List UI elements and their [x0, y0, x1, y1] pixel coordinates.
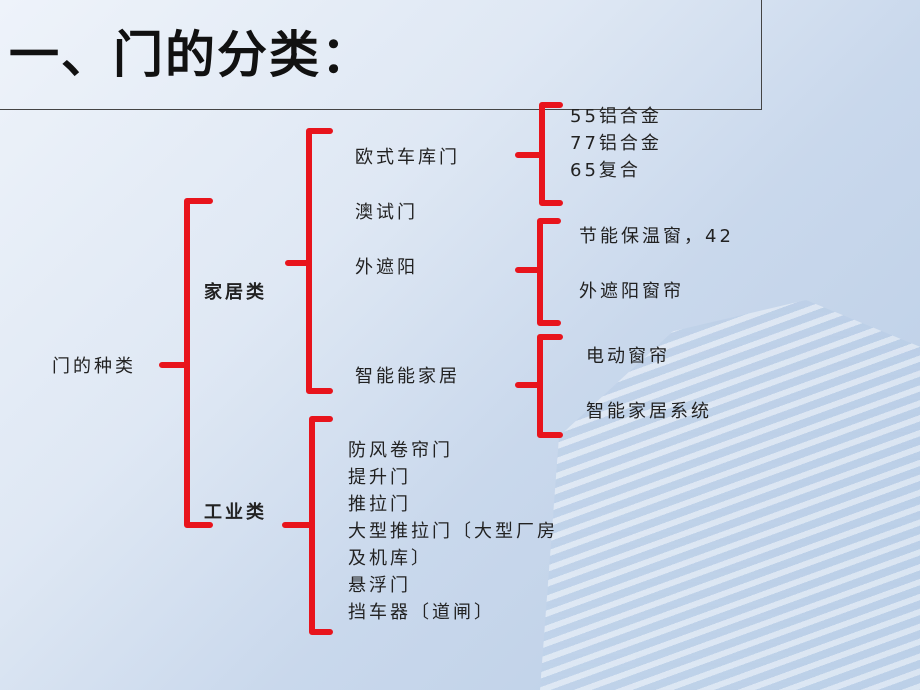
list-item: 65复合 — [570, 160, 641, 181]
home-item: 智能能家居 — [355, 366, 460, 387]
title-box: 一、门的分类： — [0, 0, 762, 110]
home-item: 外遮阳 — [355, 257, 418, 278]
industrial-items-list: 防风卷帘门 提升门 推拉门 大型推拉门〔大型厂房 及机库〕 悬浮门 挡车器〔道闸… — [348, 437, 558, 626]
industrial-bracket — [282, 416, 333, 635]
list-item: 防风卷帘门 — [348, 440, 453, 461]
root-bracket — [159, 198, 213, 528]
list-item: 77铝合金 — [570, 133, 662, 154]
root-label: 门的种类 — [52, 356, 136, 377]
smart-home-sub-item: 智能家居系统 — [586, 401, 712, 422]
page-title: 一、门的分类： — [9, 26, 373, 84]
sunshade-bracket — [515, 218, 561, 326]
smart-home-sub-item: 电动窗帘 — [586, 346, 670, 367]
list-item: 悬浮门 — [348, 575, 411, 596]
home-item: 欧式车库门 — [355, 147, 460, 168]
list-item: 及机库〕 — [348, 548, 432, 569]
list-item: 大型推拉门〔大型厂房 — [348, 521, 558, 542]
home-bracket — [285, 128, 333, 394]
home-category-label: 家居类 — [204, 282, 267, 303]
list-item: 提升门 — [348, 467, 411, 488]
garage-door-bracket — [515, 102, 563, 206]
sunshade-sub-item: 外遮阳窗帘 — [579, 281, 684, 302]
industrial-category-label: 工业类 — [204, 502, 267, 523]
list-item: 挡车器〔道闸〕 — [348, 602, 495, 623]
list-item: 推拉门 — [348, 494, 411, 515]
list-item: 55铝合金 — [570, 106, 662, 127]
sunshade-sub-item: 节能保温窗，42 — [579, 226, 734, 247]
smart-home-bracket — [515, 334, 563, 438]
home-item: 澳试门 — [355, 202, 418, 223]
garage-door-sub-list: 55铝合金 77铝合金 65复合 — [570, 103, 662, 184]
